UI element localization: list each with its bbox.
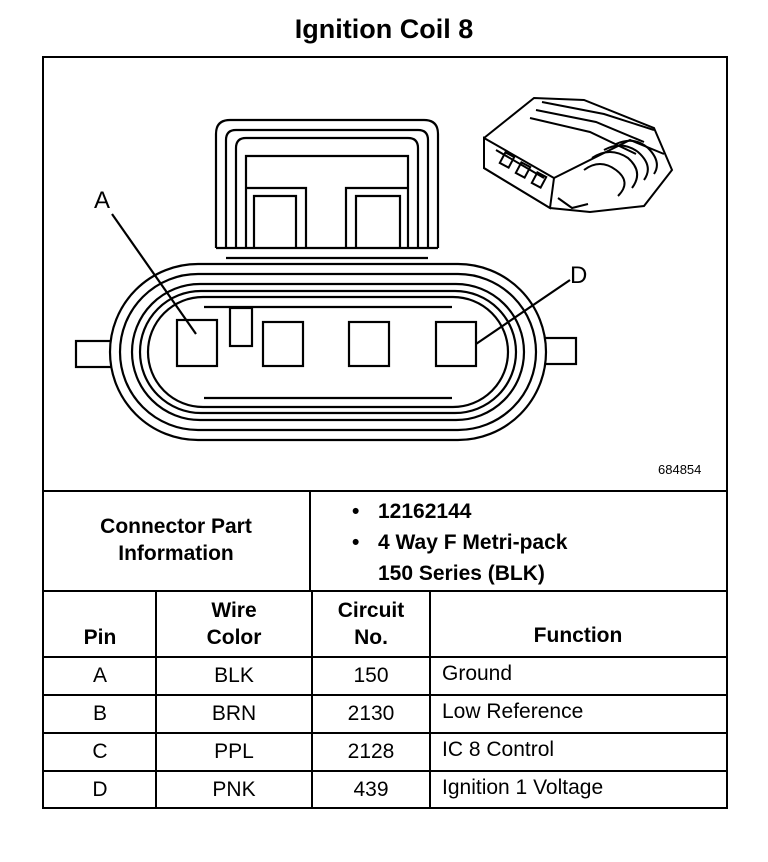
connector-latch (214, 118, 440, 260)
table-row-a-function: Ground (442, 662, 513, 685)
table-divider (44, 490, 726, 492)
table-row-c-function: IC 8 Control (442, 738, 555, 761)
table-divider (44, 694, 726, 696)
connector-info-details: 12162144 4 Way F Metri-pack 150 Series (… (352, 496, 567, 589)
table-divider (429, 590, 431, 808)
callout-a: A (94, 187, 110, 214)
diagram-frame (42, 56, 728, 809)
table-row-b-wire: BRN (211, 702, 257, 725)
table-row-c-circuit: 2128 (347, 740, 395, 763)
cavity-d (434, 320, 478, 368)
cavity-key (228, 306, 254, 348)
terminal-cavities (175, 306, 478, 368)
table-divider (44, 732, 726, 734)
table-row-a-pin: A (92, 664, 107, 687)
table-divider (44, 590, 726, 592)
header-circuit-no: Circuit No. (337, 599, 405, 649)
table-row-b-circuit: 2130 (347, 702, 395, 725)
cavity-c (347, 320, 391, 368)
table-row-c-pin: C (92, 740, 108, 763)
page-title: Ignition Coil 8 (294, 14, 474, 44)
connector-3d-thumbnail (483, 96, 674, 214)
callout-a-leader (111, 213, 197, 335)
table-row-b-function: Low Reference (442, 700, 584, 723)
table-divider (311, 590, 313, 808)
cavity-b (261, 320, 305, 368)
figure-number: 684854 (658, 462, 702, 477)
callout-d: D (570, 262, 587, 289)
header-function: Function (533, 624, 623, 647)
table-row-c-wire: PPL (214, 740, 254, 763)
callout-d-leader (475, 279, 571, 345)
connector-description: 4 Way F Metri-pack (352, 527, 567, 558)
table-row-d-circuit: 439 (353, 778, 389, 801)
table-divider (44, 770, 726, 772)
table-row-d-function: Ignition 1 Voltage (442, 776, 604, 799)
table-row-b-pin: B (92, 702, 107, 725)
connector-diagram: A D (74, 96, 674, 442)
table-row-d-pin: D (92, 778, 108, 801)
connector-info-label: Connector Part Information (100, 515, 252, 565)
cavity-a (175, 318, 219, 368)
table-divider (155, 590, 157, 808)
left-tab (74, 339, 114, 369)
header-pin: Pin (83, 626, 117, 649)
table-row-a-wire: BLK (214, 664, 254, 687)
connector-description-cont: 150 Series (BLK) (378, 562, 545, 585)
connector-body (108, 262, 548, 442)
table-divider (44, 656, 726, 658)
table-divider (309, 490, 311, 591)
header-wire-color: Wire Color (206, 599, 262, 649)
part-number: 12162144 (352, 496, 567, 527)
table-row-d-wire: PNK (212, 778, 256, 801)
table-row-a-circuit: 150 (353, 664, 389, 687)
